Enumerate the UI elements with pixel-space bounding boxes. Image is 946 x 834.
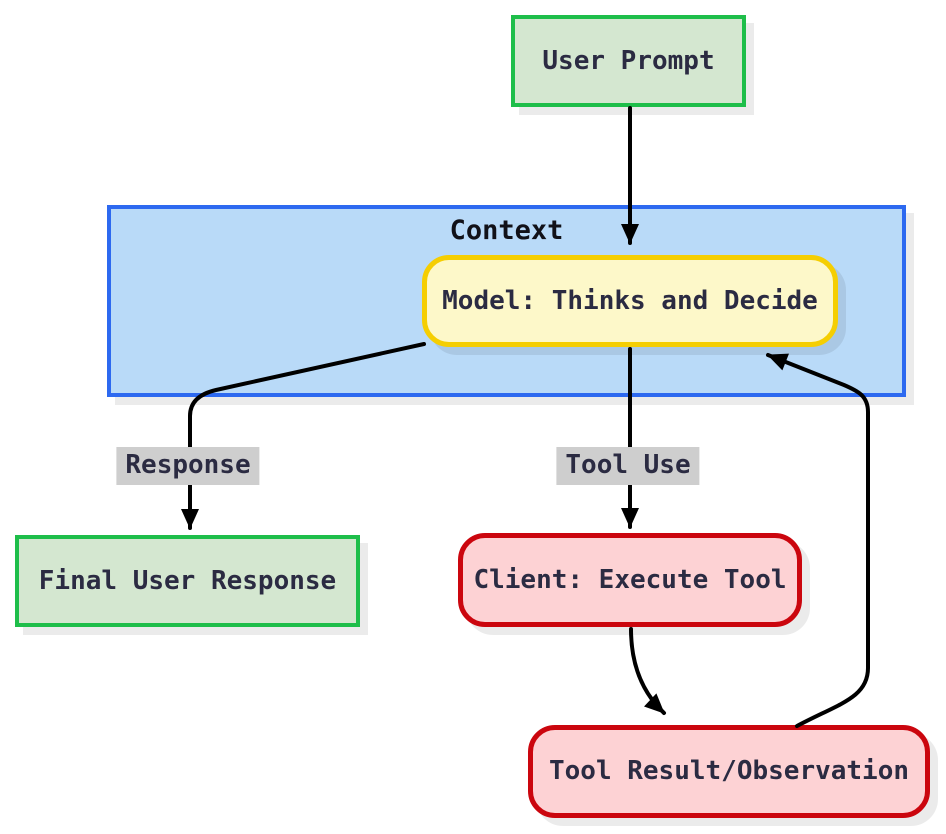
node-client: Client: Execute Tool <box>458 533 802 627</box>
node-tool-result: Tool Result/Observation <box>528 725 930 818</box>
edge-label-tool-use-text: Tool Use <box>565 450 691 480</box>
edge-label-tool-use: Tool Use <box>556 447 700 485</box>
edge-label-response: Response <box>116 447 260 485</box>
node-final-user-response: Final User Response <box>15 535 360 627</box>
node-model: Model: Thinks and Decide <box>422 255 838 347</box>
node-user-prompt-label: User Prompt <box>542 45 715 76</box>
edge-client-to-tool-result <box>629 627 666 715</box>
edge-label-response-text: Response <box>125 450 251 480</box>
node-tool-result-label: Tool Result/Observation <box>548 756 910 787</box>
node-client-label: Client: Execute Tool <box>473 564 787 595</box>
node-final-user-response-label: Final User Response <box>38 565 337 596</box>
context-label: Context <box>449 215 564 246</box>
node-model-label: Model: Thinks and Decide <box>442 285 818 316</box>
node-user-prompt: User Prompt <box>511 15 746 107</box>
